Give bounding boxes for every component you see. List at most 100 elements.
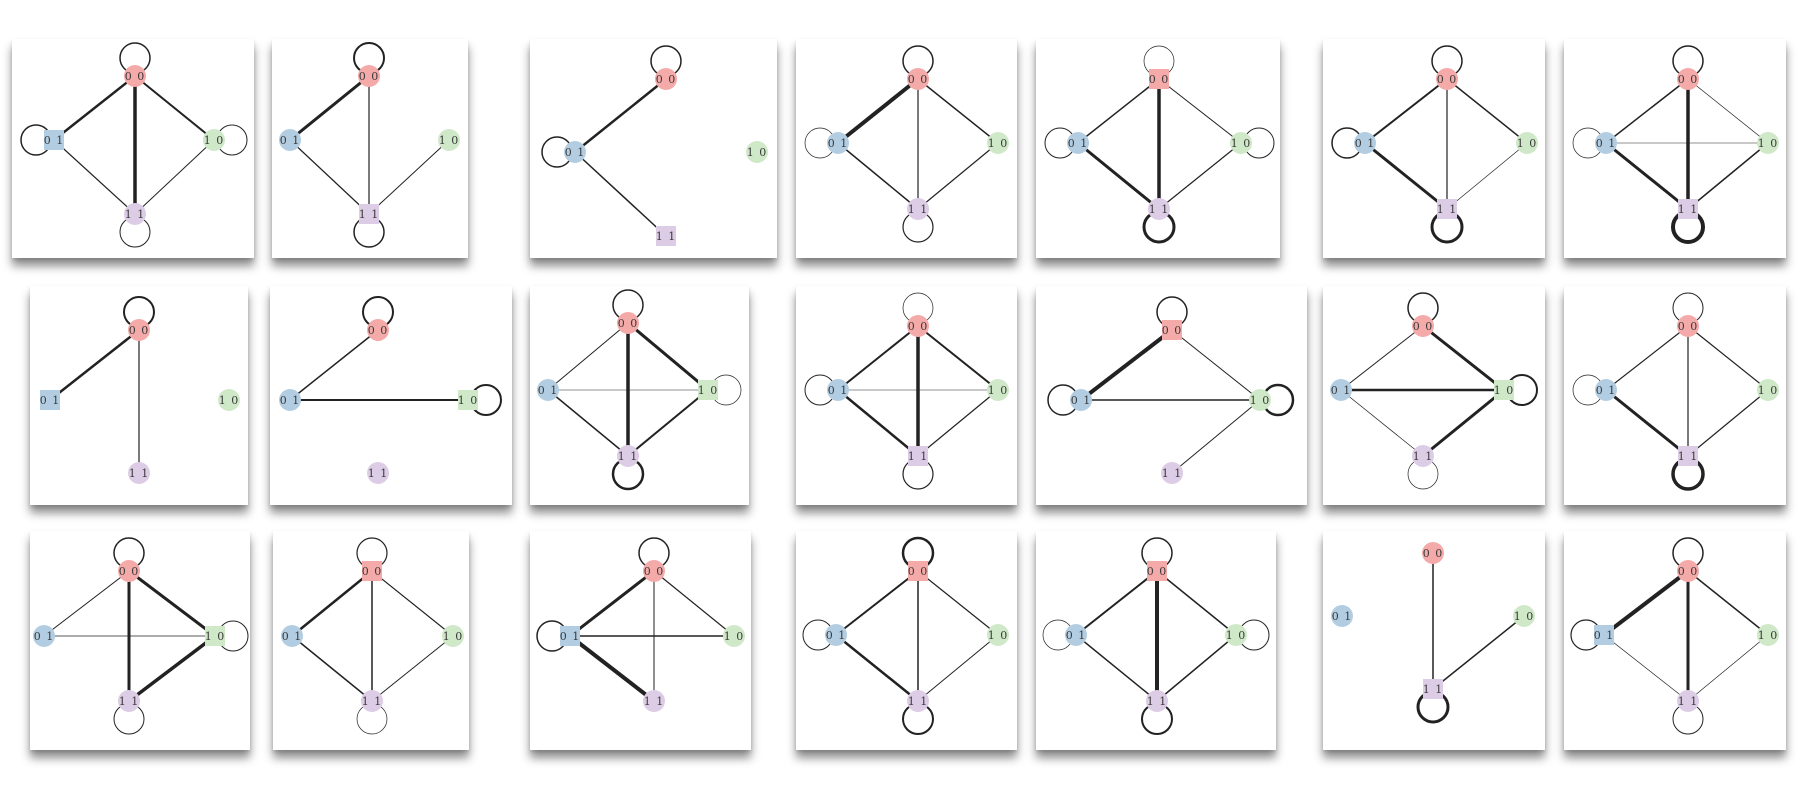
node-label-11: 1 1	[1678, 695, 1699, 708]
node-00	[655, 68, 677, 90]
node-label-00: 0 0	[1147, 565, 1168, 578]
graph-panel: 0 0 0 1 1 0 1 1	[530, 39, 777, 258]
node-00	[1149, 69, 1169, 89]
node-label-11: 1 1	[1678, 203, 1699, 216]
edge-00-10	[371, 570, 454, 637]
edge-10-11	[1171, 399, 1261, 474]
node-label-01: 0 1	[44, 134, 65, 147]
node-label-10: 1 0	[458, 394, 479, 407]
node-00	[907, 68, 929, 90]
edge-10-11	[134, 139, 215, 215]
node-11	[908, 446, 928, 466]
node-11	[1678, 199, 1698, 219]
node-label-00: 0 0	[1162, 324, 1183, 337]
edge-00-01	[1075, 570, 1158, 636]
node-01	[1070, 389, 1092, 411]
node-label-00: 0 0	[1149, 73, 1170, 86]
node-10	[438, 129, 460, 151]
edge-10-11	[1432, 615, 1525, 690]
node-label-01: 0 1	[280, 134, 301, 147]
node-label-11: 1 1	[1149, 203, 1170, 216]
node-label-11: 1 1	[656, 230, 677, 243]
node-label-10: 1 0	[698, 384, 719, 397]
node-10	[1757, 132, 1779, 154]
edge-00-01	[1340, 325, 1424, 391]
node-label-11: 1 1	[1423, 683, 1444, 696]
node-01	[1330, 379, 1352, 401]
node-11	[118, 690, 140, 712]
node-label-01: 0 1	[565, 146, 586, 159]
edge-10-11	[127, 634, 217, 703]
node-10	[203, 129, 225, 151]
node-label-10: 1 0	[724, 630, 745, 643]
node-label-01: 0 1	[828, 384, 849, 397]
node-00	[908, 561, 928, 581]
edge-00-10	[917, 78, 999, 144]
node-11	[361, 690, 383, 712]
node-11	[617, 445, 639, 467]
edge-00-10	[1156, 570, 1237, 636]
node-label-10: 1 0	[988, 629, 1009, 642]
graph-svg: 0 0 0 1 1 0 1 1	[279, 296, 502, 484]
edge-00-10	[1421, 324, 1506, 392]
node-11	[907, 690, 929, 712]
node-00	[1436, 68, 1458, 90]
node-label-11: 1 1	[368, 467, 389, 480]
node-label-01: 0 1	[1596, 384, 1617, 397]
node-label-10: 1 0	[988, 137, 1009, 150]
node-10	[698, 380, 718, 400]
node-label-00: 0 0	[656, 73, 677, 86]
node-label-10: 1 0	[1250, 394, 1271, 407]
edge-00-01	[290, 569, 374, 638]
edge-01-11	[568, 634, 656, 703]
edge-01-11	[1340, 389, 1424, 457]
node-00	[118, 560, 140, 582]
edge-00-01	[43, 570, 130, 637]
node-label-11: 1 1	[644, 695, 665, 708]
edge-00-10	[1171, 329, 1261, 401]
edge-00-01	[836, 77, 920, 145]
node-label-00: 0 0	[908, 320, 929, 333]
node-label-01: 0 1	[280, 394, 301, 407]
edge-00-01	[1605, 78, 1689, 144]
node-label-10: 1 0	[1758, 629, 1779, 642]
node-label-00: 0 0	[1678, 320, 1699, 333]
node-label-01: 0 1	[1068, 137, 1089, 150]
node-10	[442, 625, 464, 647]
node-label-01: 0 1	[40, 394, 61, 407]
node-label-00: 0 0	[368, 324, 389, 337]
node-label-10: 1 0	[1758, 137, 1779, 150]
node-label-10: 1 0	[205, 630, 226, 643]
edge-00-01	[48, 328, 141, 402]
node-label-11: 1 1	[362, 695, 383, 708]
edge-00-01	[547, 322, 629, 391]
node-11	[1437, 199, 1457, 219]
node-label-01: 0 1	[826, 629, 847, 642]
node-11	[907, 198, 929, 220]
edge-10-11	[627, 389, 709, 457]
node-label-11: 1 1	[908, 695, 929, 708]
node-01	[1595, 379, 1617, 401]
node-10	[1513, 605, 1535, 627]
node-label-01: 0 1	[282, 630, 303, 643]
node-11	[1161, 462, 1183, 484]
node-label-10: 1 0	[747, 146, 768, 159]
node-10	[746, 141, 768, 163]
node-00	[367, 319, 389, 341]
node-01	[537, 379, 559, 401]
node-01	[1331, 605, 1353, 627]
node-10	[987, 132, 1009, 154]
node-01	[279, 129, 301, 151]
